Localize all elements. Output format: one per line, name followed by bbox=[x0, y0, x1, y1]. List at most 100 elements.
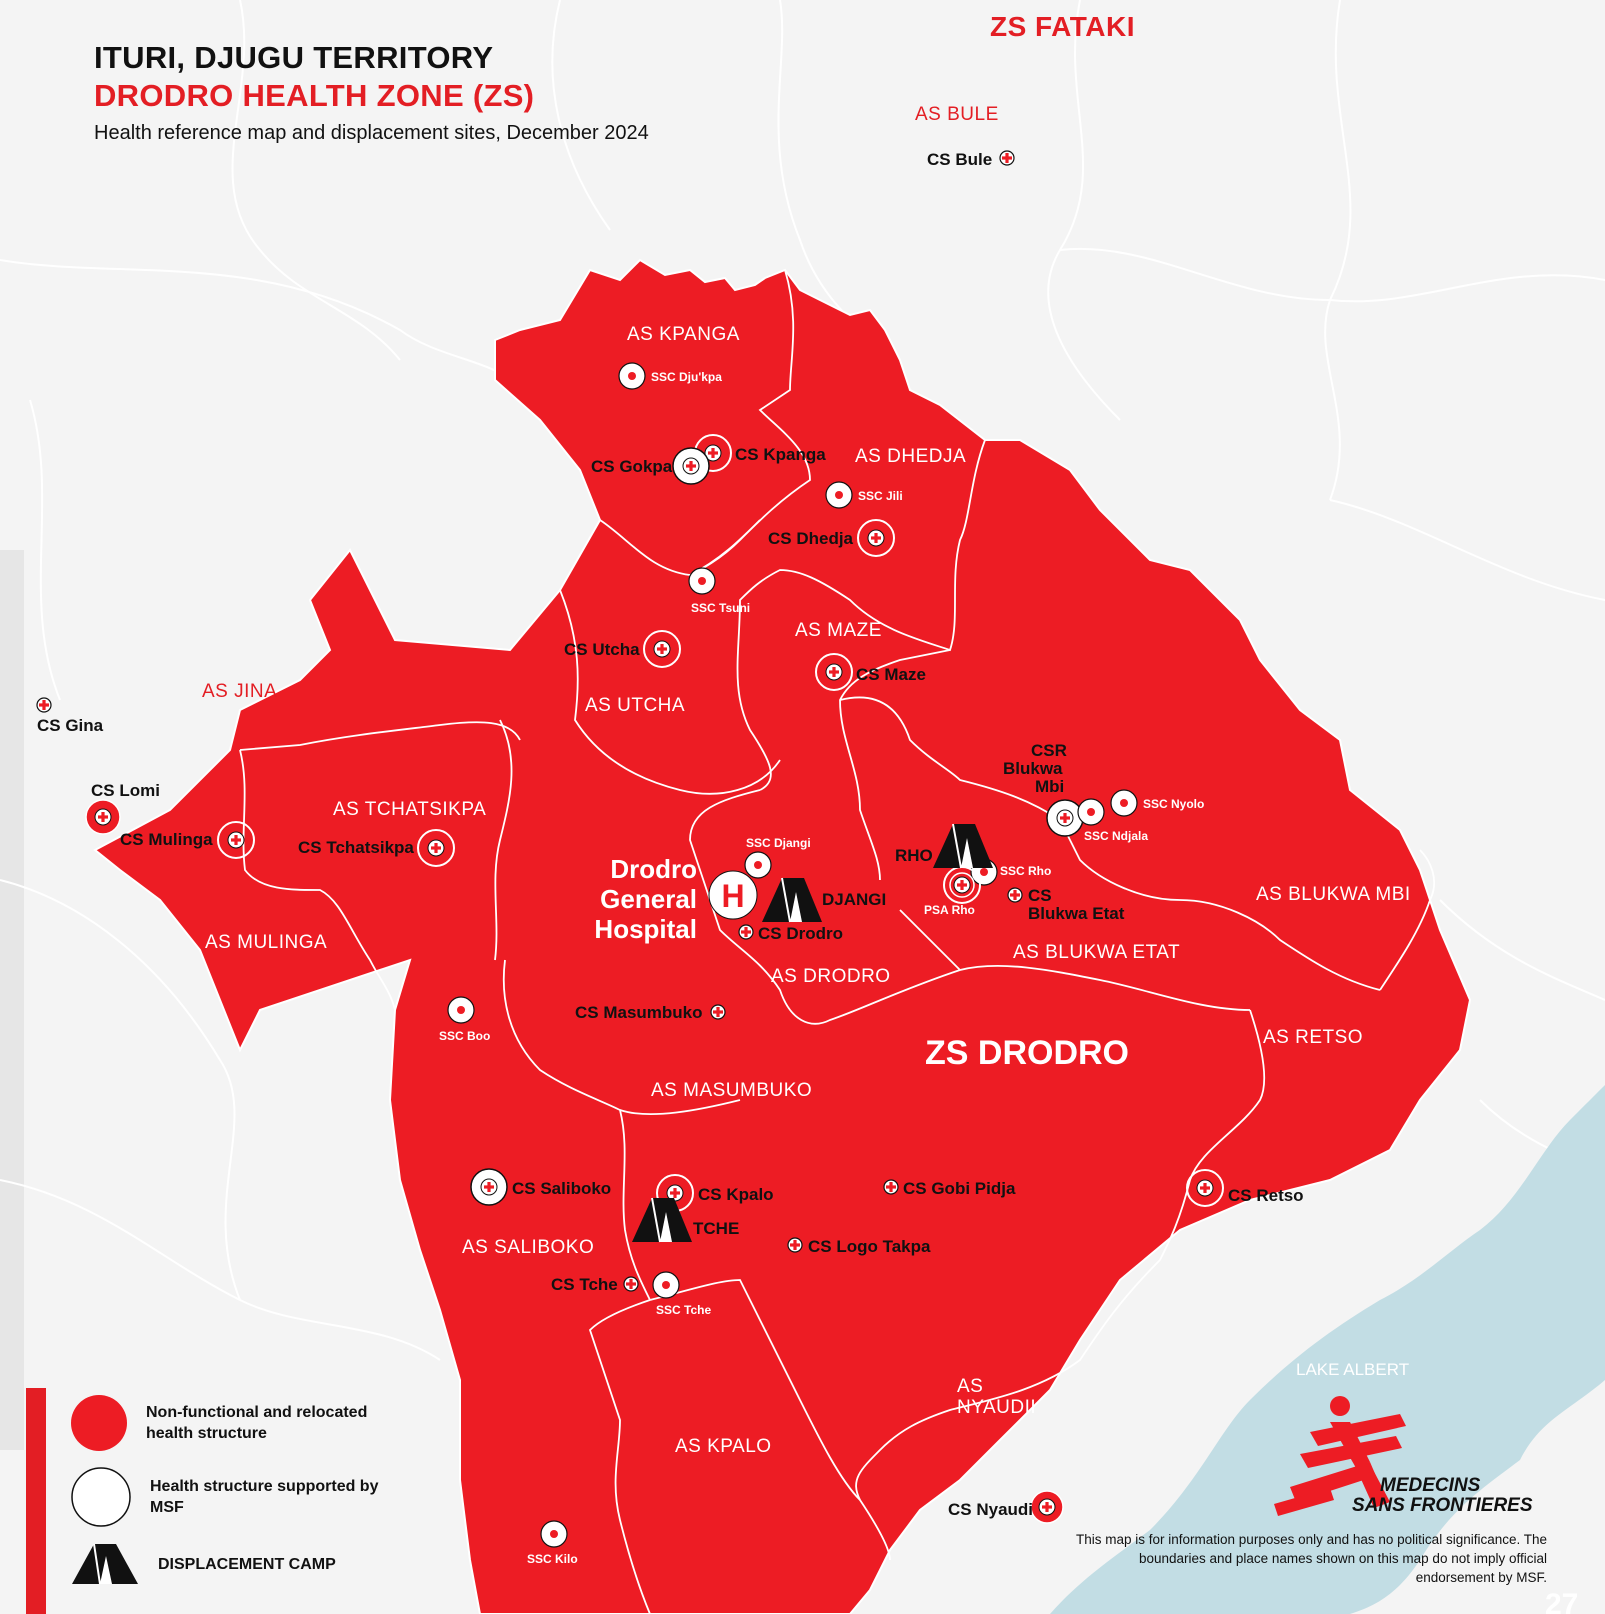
svg-text:Blukwa Etat: Blukwa Etat bbox=[1028, 904, 1125, 923]
svg-text:CS Gina: CS Gina bbox=[37, 716, 104, 735]
legend-row-non-functional: Non-functional and relocated health stru… bbox=[70, 1394, 386, 1452]
camp-rho: RHO bbox=[895, 823, 994, 869]
svg-text:CS Nyaudi: CS Nyaudi bbox=[948, 1500, 1033, 1519]
svg-text:CS Mulinga: CS Mulinga bbox=[120, 830, 213, 849]
facility-ssc-tsuni: SSC Tsuni bbox=[688, 567, 750, 615]
as-kpanga-label: AS KPANGA bbox=[627, 324, 740, 345]
facility-cs-tchatsikpa: CS Tchatsikpa bbox=[298, 830, 454, 866]
svg-text:Mbi: Mbi bbox=[1035, 777, 1064, 796]
svg-text:CS Maze: CS Maze bbox=[856, 665, 926, 684]
facility-cs-drodro: CS Drodro bbox=[739, 924, 843, 943]
svg-text:SSC Tche: SSC Tche bbox=[656, 1303, 711, 1317]
svg-text:CS Logo Takpa: CS Logo Takpa bbox=[808, 1237, 931, 1256]
svg-text:Hospital: Hospital bbox=[594, 914, 697, 944]
as-bule-label: AS BULE bbox=[915, 104, 999, 125]
svg-text:Drodro: Drodro bbox=[610, 854, 697, 884]
facility-cs-kpanga: CS Kpanga bbox=[695, 435, 826, 471]
svg-text:CS Drodro: CS Drodro bbox=[758, 924, 843, 943]
as-nyaudii-label-2: NYAUDII bbox=[957, 1397, 1036, 1418]
svg-text:CS Tchatsikpa: CS Tchatsikpa bbox=[298, 838, 414, 857]
legend-label-camp: DISPLACEMENT CAMP bbox=[158, 1555, 336, 1573]
svg-text:SSC Rho: SSC Rho bbox=[1000, 864, 1051, 878]
as-blukwa-mbi-label: AS BLUKWA MBI bbox=[1256, 884, 1411, 905]
zs-drodro-label: ZS DRODRO bbox=[925, 1034, 1129, 1072]
svg-text:General: General bbox=[600, 884, 697, 914]
svg-text:DJANGI: DJANGI bbox=[822, 890, 886, 909]
svg-text:CS Lomi: CS Lomi bbox=[91, 781, 160, 800]
facility-cs-gobi-pidja: CS Gobi Pidja bbox=[884, 1179, 1016, 1198]
page-number: 27 bbox=[1545, 1588, 1578, 1614]
svg-text:CS Dhedja: CS Dhedja bbox=[768, 529, 854, 548]
facility-ssc-djangi: SSC Djangi bbox=[744, 836, 811, 879]
legend: Non-functional and relocated health stru… bbox=[26, 1388, 426, 1614]
svg-text:CS Tche: CS Tche bbox=[551, 1275, 618, 1294]
facility-cs-nyaudi: CS Nyaudi bbox=[948, 1490, 1064, 1524]
svg-text:CS Utcha: CS Utcha bbox=[564, 640, 640, 659]
msf-running-man-icon bbox=[1274, 1396, 1406, 1516]
facility-cs-retso: CS Retso bbox=[1187, 1170, 1304, 1206]
msf-logo-line2: SANS FRONTIERES bbox=[1352, 1495, 1533, 1516]
as-jina-label: AS JINA bbox=[202, 681, 277, 702]
svg-text:SSC Dju'kpa: SSC Dju'kpa bbox=[651, 370, 722, 384]
facility-cs-kpalo: CS Kpalo bbox=[657, 1175, 774, 1211]
msf-logo-line1: MEDECINS bbox=[1380, 1475, 1481, 1496]
as-dhedja-label: AS DHEDJA bbox=[855, 446, 966, 467]
as-saliboko-label: AS SALIBOKO bbox=[462, 1237, 594, 1258]
svg-text:CS Retso: CS Retso bbox=[1228, 1186, 1304, 1205]
as-drodro-label: AS DRODRO bbox=[771, 966, 891, 987]
as-masumbuko-label: AS MASUMBUKO bbox=[651, 1080, 812, 1101]
zone-title: DRODRO HEALTH ZONE (ZS) bbox=[94, 78, 535, 113]
svg-text:CS Saliboko: CS Saliboko bbox=[512, 1179, 611, 1198]
legend-row-msf-supported: Health structure supported by MSF bbox=[70, 1466, 390, 1528]
area-boundaries bbox=[239, 269, 1435, 1614]
svg-text:CS Kpalo: CS Kpalo bbox=[698, 1185, 774, 1204]
facility-cs-logo-takpa: CS Logo Takpa bbox=[788, 1237, 931, 1256]
legend-label-msf-supported: Health structure supported by MSF bbox=[150, 1478, 379, 1516]
as-mulinga-label: AS MULINGA bbox=[205, 932, 327, 953]
svg-text:SSC Djangi: SSC Djangi bbox=[746, 836, 811, 850]
as-retso-label: AS RETSO bbox=[1263, 1027, 1363, 1048]
facility-cs-mulinga: CS Mulinga bbox=[120, 822, 254, 858]
facility-cs-saliboko: CS Saliboko bbox=[471, 1169, 611, 1205]
facility-cs-tche: CS Tche bbox=[551, 1275, 638, 1294]
facility-cs-lomi: CS Lomi bbox=[85, 781, 160, 835]
msf-supported-icon bbox=[71, 1467, 131, 1527]
disclaimer: This map is for information purposes onl… bbox=[1076, 1532, 1547, 1585]
facility-cs-masumbuko: CS Masumbuko bbox=[575, 1003, 725, 1022]
msf-logo: MEDECINS SANS FRONTIERES bbox=[1274, 1396, 1533, 1516]
svg-text:SSC Jili: SSC Jili bbox=[858, 489, 903, 503]
svg-text:CSR: CSR bbox=[1031, 741, 1067, 760]
camp-djangi: DJANGI bbox=[761, 877, 886, 923]
area-labels: AS KPANGA AS DHEDJA AS MAZE AS UTCHA AS … bbox=[205, 324, 1411, 1457]
background-boundaries bbox=[0, 0, 1605, 1361]
lake-albert bbox=[1050, 1085, 1605, 1614]
svg-text:SSC Tsuni: SSC Tsuni bbox=[691, 601, 750, 615]
facility-cs-utcha: CS Utcha bbox=[564, 631, 680, 667]
svg-text:Blukwa: Blukwa bbox=[1003, 759, 1063, 778]
legend-row-camp: DISPLACEMENT CAMP bbox=[70, 1542, 398, 1586]
svg-text:TCHE: TCHE bbox=[693, 1219, 739, 1238]
svg-text:CS: CS bbox=[1028, 886, 1052, 905]
facility-cs-dhedja: CS Dhedja bbox=[768, 520, 894, 556]
facility-ssc-djukpa: SSC Dju'kpa bbox=[618, 362, 722, 390]
zs-fataki-label: ZS FATAKI bbox=[990, 11, 1135, 42]
facility-psa-rho: PSA Rho bbox=[924, 867, 980, 917]
facility-cs-maze: CS Maze bbox=[816, 654, 926, 690]
page-edge-band bbox=[0, 550, 24, 1450]
as-nyaudii-label-1: AS bbox=[957, 1376, 983, 1397]
lake-albert-label: LAKE ALBERT bbox=[1296, 1360, 1409, 1379]
facility-ssc-nyolo: SSC Nyolo bbox=[1110, 789, 1204, 817]
svg-text:CS Gobi Pidja: CS Gobi Pidja bbox=[903, 1179, 1016, 1198]
svg-text:SSC Boo: SSC Boo bbox=[439, 1029, 490, 1043]
as-tchatsikpa-label: AS TCHATSIKPA bbox=[333, 799, 486, 820]
facility-csr-blukwa-mbi: CSR Blukwa Mbi bbox=[1003, 741, 1083, 836]
as-maze-label: AS MAZE bbox=[795, 620, 882, 641]
legend-label-non-functional: Non-functional and relocated health stru… bbox=[146, 1404, 368, 1442]
map-subtitle: Health reference map and displacement si… bbox=[94, 122, 649, 144]
svg-text:RHO: RHO bbox=[895, 846, 933, 865]
svg-text:CS Gokpa: CS Gokpa bbox=[591, 457, 673, 476]
facility-ssc-boo: SSC Boo bbox=[439, 996, 490, 1043]
title-block: ITURI, DJUGU TERRITORY DRODRO HEALTH ZON… bbox=[94, 40, 649, 145]
as-kpalo-label: AS KPALO bbox=[675, 1436, 772, 1457]
